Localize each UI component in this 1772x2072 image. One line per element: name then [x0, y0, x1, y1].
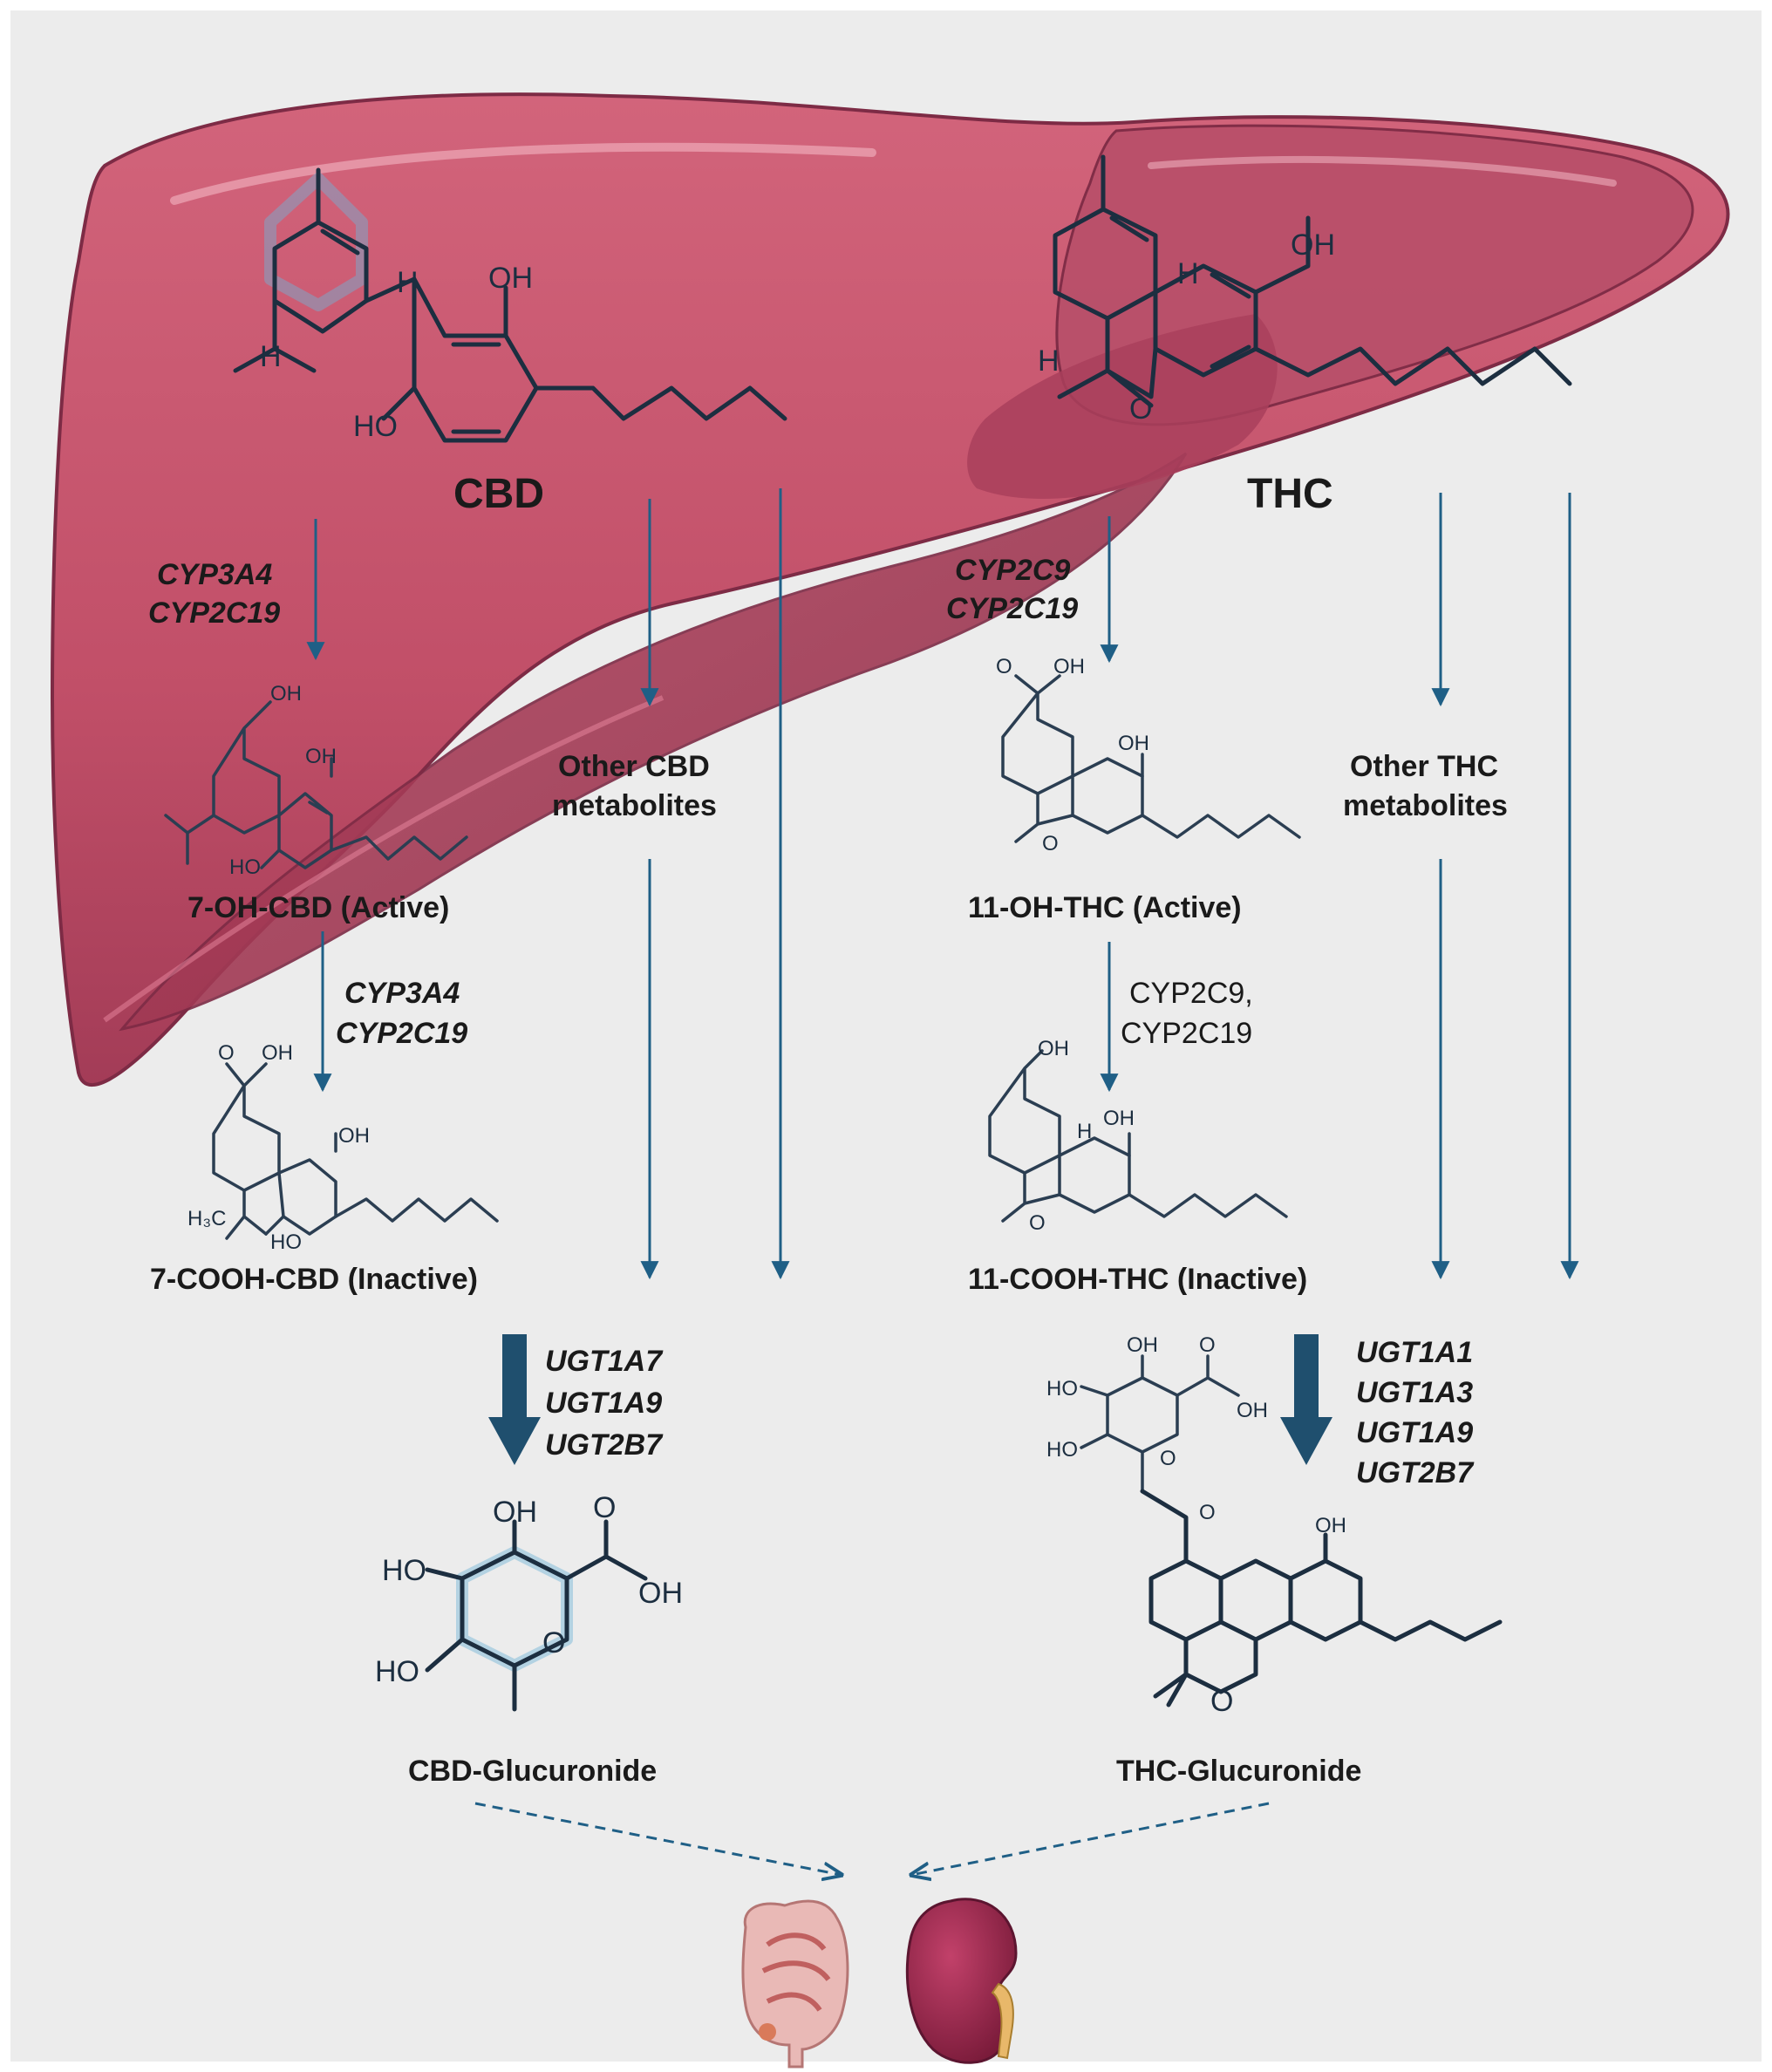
enzyme-thc-1b: CYP2C19	[946, 592, 1078, 625]
svg-text:HO: HO	[1046, 1438, 1078, 1462]
svg-text:O: O	[1199, 1333, 1216, 1357]
7cooh-cbd-structure: O OH OH H₃C HO	[187, 1041, 499, 1254]
svg-text:O: O	[1210, 1685, 1233, 1718]
svg-text:OH: OH	[262, 1041, 293, 1065]
svg-text:O: O	[1199, 1501, 1216, 1524]
svg-text:O: O	[1029, 1211, 1046, 1235]
svg-text:O: O	[542, 1626, 565, 1660]
7oh-cbd-label: 7-OH-CBD (Active)	[187, 891, 449, 924]
thc-structure: H H O OH	[1038, 154, 1572, 426]
cbd-glucuronide-label: CBD-Glucuronide	[408, 1755, 657, 1788]
intestine-icon	[741, 1899, 849, 2069]
other-thc-line2: metabolites	[1343, 789, 1508, 822]
thc-glucuronide-label: THC-Glucuronide	[1116, 1755, 1361, 1788]
dashed-arrow-cbd-to-excretion	[474, 1802, 842, 1875]
svg-text:OH: OH	[1127, 1333, 1158, 1357]
svg-text:HO: HO	[1046, 1377, 1078, 1401]
svg-text:H: H	[1077, 1120, 1092, 1143]
11cooh-thc-label: 11-COOH-THC (Inactive)	[968, 1263, 1307, 1296]
other-cbd-line1: Other CBD	[558, 750, 710, 783]
ugt-arrow-thc	[1280, 1334, 1332, 1465]
other-cbd-line2: metabolites	[552, 789, 717, 822]
svg-text:O: O	[1042, 832, 1059, 855]
thc-oh: OH	[1291, 228, 1335, 262]
cbd-label: CBD	[453, 471, 544, 517]
ugt-thc-3: UGT1A9	[1356, 1416, 1473, 1449]
svg-text:HO: HO	[382, 1554, 426, 1587]
dashed-arrow-thc-to-excretion	[911, 1802, 1270, 1875]
ugt-cbd-1: UGT1A7	[545, 1345, 664, 1378]
7oh-cbd-structure: OH OH HO	[164, 682, 468, 879]
enzyme-thc-2b: CYP2C19	[1121, 1017, 1252, 1050]
thc-label: THC	[1247, 471, 1333, 517]
cbd-structure: H H OH HO	[233, 167, 787, 443]
svg-text:HO: HO	[270, 1230, 302, 1254]
svg-text:H: H	[1177, 257, 1199, 290]
cbd-oh-top: OH	[488, 262, 533, 295]
svg-text:H₃C: H₃C	[187, 1207, 226, 1230]
svg-text:OH: OH	[270, 682, 302, 705]
11oh-thc-structure: O OH OH O	[996, 655, 1301, 855]
11cooh-thc-structure: OH H OH O	[988, 1037, 1288, 1235]
svg-text:OH: OH	[338, 1124, 370, 1148]
svg-text:OH: OH	[1038, 1037, 1069, 1060]
svg-text:O: O	[218, 1041, 235, 1065]
enzyme-thc-1a: CYP2C9	[955, 554, 1070, 587]
other-thc-line1: Other THC	[1350, 750, 1498, 783]
svg-text:H: H	[1038, 344, 1060, 378]
cbd-glucuronide-structure: OH HO HO O OH O	[375, 1491, 683, 1712]
thc-o: O	[1129, 392, 1152, 426]
enzyme-cbd-1b: CYP2C19	[148, 596, 280, 630]
ugt-thc-4: UGT2B7	[1356, 1456, 1475, 1489]
11oh-thc-label: 11-OH-THC (Active)	[968, 891, 1242, 924]
ugt-arrow-cbd	[488, 1334, 541, 1465]
enzyme-cbd-2b: CYP2C19	[336, 1017, 467, 1050]
ugt-cbd-3: UGT2B7	[545, 1428, 664, 1462]
svg-text:HO: HO	[375, 1655, 419, 1688]
thc-glucuronide-structure: OH HO HO O OH O O OH O	[1046, 1333, 1503, 1718]
svg-text:O: O	[593, 1491, 616, 1524]
svg-text:OH: OH	[1053, 655, 1085, 678]
7cooh-cbd-label: 7-COOH-CBD (Inactive)	[150, 1263, 478, 1296]
kidney-icon	[905, 1898, 1018, 2064]
svg-text:OH: OH	[1315, 1514, 1346, 1537]
svg-text:O: O	[1160, 1447, 1176, 1470]
svg-text:OH: OH	[1103, 1107, 1135, 1130]
svg-text:H: H	[260, 340, 282, 373]
liver-illustration	[50, 92, 1730, 1087]
enzyme-cbd-1a: CYP3A4	[157, 558, 272, 591]
enzyme-thc-2a: CYP2C9,	[1129, 977, 1253, 1010]
svg-text:OH: OH	[493, 1496, 537, 1529]
svg-text:OH: OH	[638, 1577, 683, 1610]
svg-text:OH: OH	[1118, 732, 1149, 755]
enzyme-cbd-2a: CYP3A4	[344, 977, 460, 1010]
ugt-cbd-2: UGT1A9	[545, 1387, 662, 1420]
ugt-thc-1: UGT1A1	[1356, 1336, 1473, 1369]
svg-text:H: H	[397, 266, 419, 299]
svg-text:O: O	[996, 655, 1012, 678]
ugt-thc-2: UGT1A3	[1356, 1376, 1473, 1409]
svg-text:HO: HO	[229, 855, 261, 879]
svg-text:OH: OH	[1237, 1399, 1268, 1422]
svg-text:OH: OH	[305, 745, 337, 768]
cbd-ho-bottom: HO	[353, 410, 398, 443]
